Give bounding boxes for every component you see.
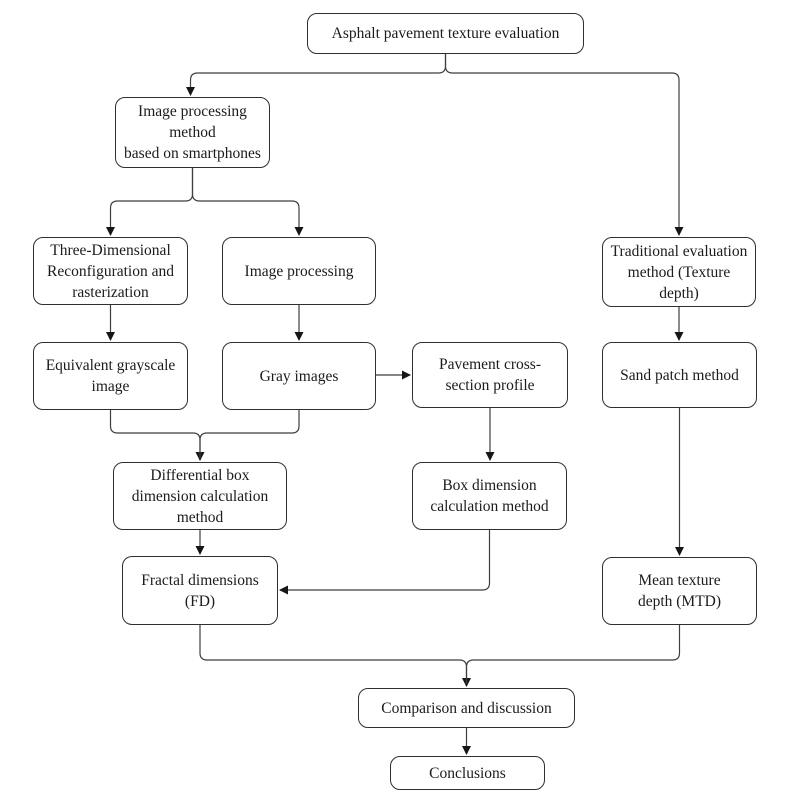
node-asphalt-pavement-texture-evaluation: Asphalt pavement texture evaluation	[307, 13, 584, 54]
node-mean-texture-depth: Mean texture depth (MTD)	[602, 557, 757, 625]
node-image-processing-method-smartphones: Image processing method based on smartph…	[115, 97, 270, 168]
node-gray-images: Gray images	[222, 342, 376, 410]
edge-smartphone-to-three-dimensional	[106, 168, 194, 236]
edge-mean-texture-depth-to-comparison	[465, 625, 681, 684]
node-three-dimensional-reconfiguration: Three-Dimensional Reconfiguration and ra…	[33, 237, 188, 305]
node-comparison-and-discussion: Comparison and discussion	[358, 688, 575, 728]
node-box-dimension-calculation-method: Box dimension calculation method	[412, 462, 567, 530]
node-traditional-evaluation-method: Traditional evaluation method (Texture d…	[602, 237, 756, 307]
node-image-processing: Image processing	[222, 237, 376, 305]
node-conclusions: Conclusions	[390, 756, 545, 790]
edge-asphalt-to-smartphone-method	[186, 54, 447, 96]
node-equivalent-grayscale-image: Equivalent grayscale image	[33, 342, 188, 410]
node-fractal-dimensions: Fractal dimensions (FD)	[122, 556, 278, 625]
edge-equivalent-grayscale-to-differential-box	[109, 410, 205, 461]
edge-smartphone-to-image-processing	[191, 168, 304, 236]
edge-box-dimension-to-fractal-dimensions	[279, 530, 491, 595]
edge-gray-images-to-differential-box	[199, 410, 300, 458]
node-differential-box-dimension-method: Differential box dimension calculation m…	[113, 462, 287, 530]
node-sand-patch-method: Sand patch method	[602, 342, 757, 408]
edge-fractal-dimensions-to-comparison	[199, 625, 471, 687]
node-pavement-cross-section-profile: Pavement cross- section profile	[412, 342, 568, 408]
edge-asphalt-to-traditional-method	[444, 54, 684, 236]
